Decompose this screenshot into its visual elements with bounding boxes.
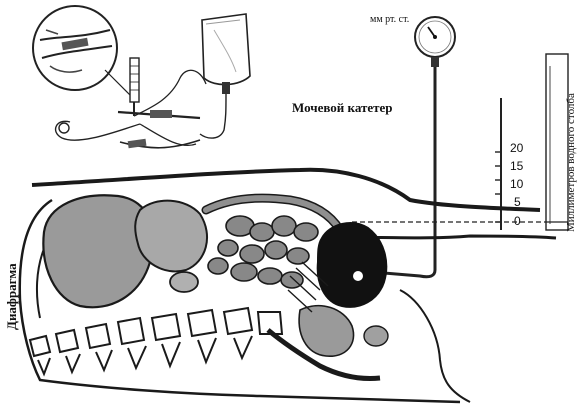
catheter-label: Мочевой катетер bbox=[292, 100, 393, 115]
scale-tick-labels: 20 15 10 5 0 bbox=[510, 141, 524, 228]
scale-tick-10: 10 bbox=[510, 177, 524, 191]
scale-tick-15: 15 bbox=[510, 159, 524, 173]
scale-tick-5: 5 bbox=[514, 195, 521, 209]
iv-bag-icon bbox=[200, 14, 250, 138]
spine bbox=[30, 308, 282, 374]
pressure-gauge-icon bbox=[415, 17, 455, 67]
catheter-clamp-inset bbox=[33, 6, 130, 95]
gauge-unit-label: мм рт. ст. bbox=[370, 14, 409, 25]
catheter-balloon bbox=[353, 271, 363, 281]
scale-tick-0: 0 bbox=[514, 214, 521, 228]
water-column-label: Миллиметров водного столба bbox=[565, 93, 577, 232]
diaphragm-label: Диафрагма bbox=[4, 263, 19, 330]
scale-tick-20: 20 bbox=[510, 141, 524, 155]
